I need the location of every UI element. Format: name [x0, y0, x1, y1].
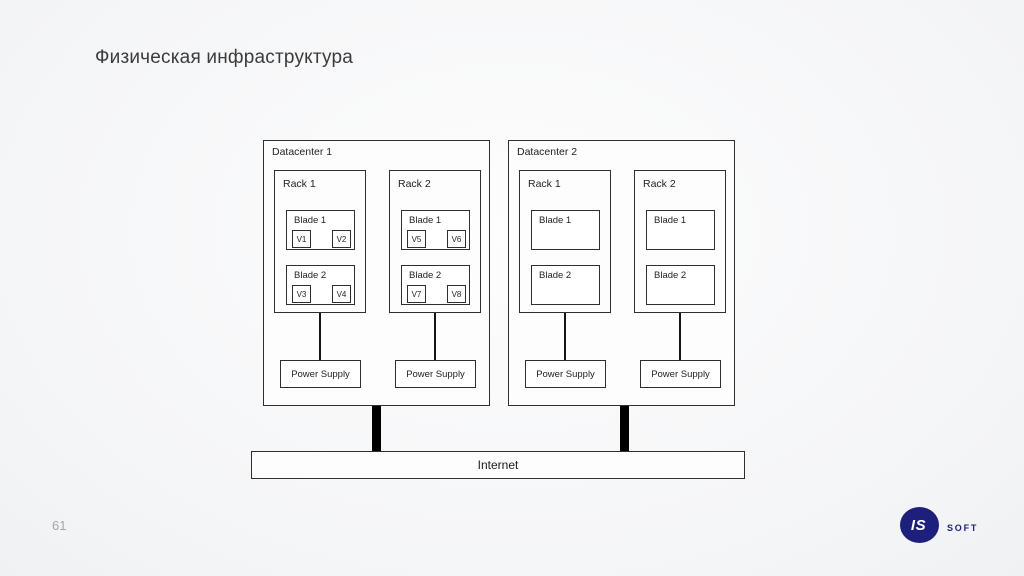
dc1-rack2-power-wire	[434, 313, 436, 360]
datacenter-1-box: Datacenter 1 Rack 1 Blade 1 V1 V2 Blade …	[263, 140, 490, 406]
issoft-logo-text: SOFT	[947, 523, 979, 533]
vm-v5-box: V5	[407, 230, 426, 248]
datacenter-2-label: Datacenter 2	[517, 146, 578, 158]
dc2-power-supply-1-box: Power Supply	[525, 360, 606, 388]
vm-v2-box: V2	[332, 230, 351, 248]
dc2-rack1-blade-1-label: Blade 1	[539, 215, 572, 226]
dc2-rack1-blade-2-label: Blade 2	[539, 270, 572, 281]
dc2-rack2-power-wire	[679, 313, 681, 360]
issoft-logo-mark-text: IS	[910, 516, 927, 534]
internet-box: Internet	[251, 451, 745, 479]
vm-v6-box: V6	[447, 230, 466, 248]
dc2-rack-2-box: Rack 2 Blade 1 Blade 2	[634, 170, 726, 313]
dc1-rack1-power-wire	[319, 313, 321, 360]
dc1-rack-2-label: Rack 2	[398, 178, 431, 190]
dc1-rack-1-label: Rack 1	[283, 178, 316, 190]
dc1-rack1-blade-1-box: Blade 1 V1 V2	[286, 210, 355, 250]
dc1-internet-trunk	[372, 406, 381, 451]
vm-v7-box: V7	[407, 285, 426, 303]
dc2-rack1-power-wire	[564, 313, 566, 360]
dc2-rack2-blade-1-box: Blade 1	[646, 210, 715, 250]
dc2-rack-1-label: Rack 1	[528, 178, 561, 190]
dc2-rack1-blade-2-box: Blade 2	[531, 265, 600, 305]
page-title: Физическая инфраструктура	[95, 47, 354, 68]
dc1-rack-1-box: Rack 1 Blade 1 V1 V2 Blade 2 V3 V4	[274, 170, 366, 313]
dc1-rack1-blade-2-label: Blade 2	[294, 270, 327, 281]
dc2-rack1-blade-1-box: Blade 1	[531, 210, 600, 250]
datacenter-1-label: Datacenter 1	[272, 146, 333, 158]
datacenter-2-box: Datacenter 2 Rack 1 Blade 1 Blade 2 Rack…	[508, 140, 735, 406]
dc1-rack-2-box: Rack 2 Blade 1 V5 V6 Blade 2 V7 V8	[389, 170, 481, 313]
vm-v3-box: V3	[292, 285, 311, 303]
dc2-rack-2-label: Rack 2	[643, 178, 676, 190]
dc2-rack2-blade-1-label: Blade 1	[654, 215, 687, 226]
issoft-logo-mark: IS	[900, 507, 939, 543]
vm-v1-box: V1	[292, 230, 311, 248]
dc2-rack2-blade-2-label: Blade 2	[654, 270, 687, 281]
dc2-internet-trunk	[620, 406, 629, 451]
dc2-rack-1-box: Rack 1 Blade 1 Blade 2	[519, 170, 611, 313]
dc2-power-supply-2-box: Power Supply	[640, 360, 721, 388]
dc1-rack2-blade-1-label: Blade 1	[409, 215, 442, 226]
dc1-rack2-blade-2-label: Blade 2	[409, 270, 442, 281]
dc1-power-supply-2-box: Power Supply	[395, 360, 476, 388]
dc1-rack1-blade-1-label: Blade 1	[294, 215, 327, 226]
dc1-rack1-blade-2-box: Blade 2 V3 V4	[286, 265, 355, 305]
dc2-rack2-blade-2-box: Blade 2	[646, 265, 715, 305]
dc1-power-supply-1-box: Power Supply	[280, 360, 361, 388]
dc1-rack2-blade-2-box: Blade 2 V7 V8	[401, 265, 470, 305]
dc1-rack2-blade-1-box: Blade 1 V5 V6	[401, 210, 470, 250]
page-number: 61	[52, 518, 67, 533]
vm-v8-box: V8	[447, 285, 466, 303]
vm-v4-box: V4	[332, 285, 351, 303]
